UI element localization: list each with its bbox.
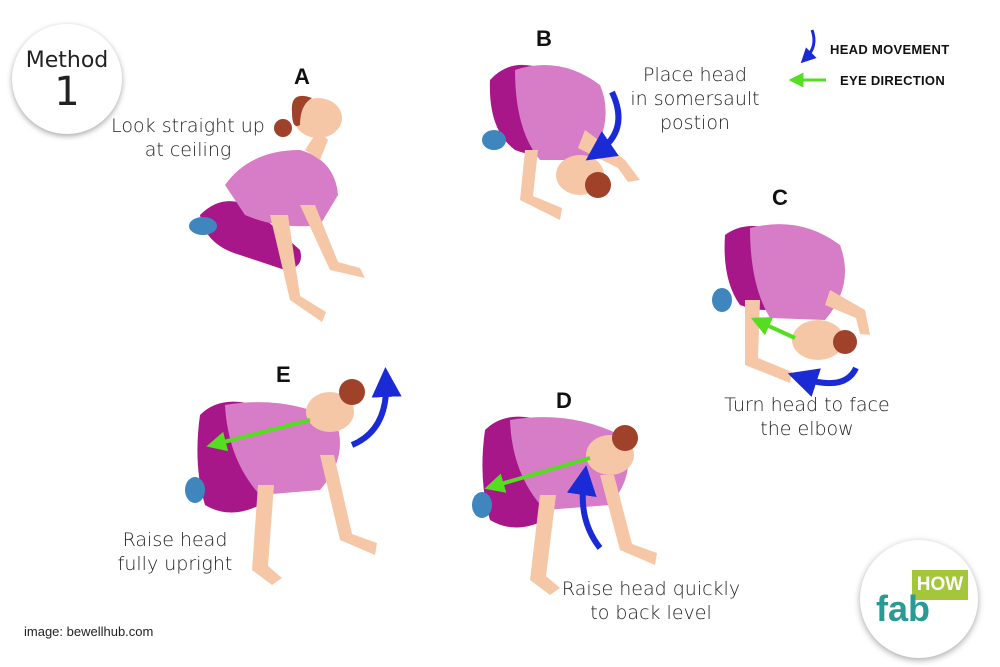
method-number: 1	[54, 69, 80, 115]
figure-c	[712, 224, 870, 383]
fabhow-logo: HOW fab	[860, 540, 978, 658]
figure-a	[189, 95, 365, 322]
eye-direction-arrow-c	[750, 317, 796, 340]
step-letter-c: C	[772, 185, 788, 210]
step-letter-a: A	[294, 64, 310, 89]
legend-eye-direction: EYE DIRECTION	[840, 73, 946, 88]
step-b-caption: Place head in somersault postion	[630, 64, 760, 134]
step-letter-b: B	[536, 26, 552, 51]
method-badge: Method 1	[12, 24, 122, 134]
head-movement-arrow-b	[585, 90, 622, 161]
method-label: Method	[25, 48, 109, 73]
eye-direction-arrow-e	[206, 418, 311, 452]
step-d-caption: Raise head quickly to back level	[561, 578, 741, 624]
step-letter-d: D	[556, 388, 572, 413]
figure-b	[482, 64, 640, 220]
step-c-caption: Turn head to face the elbow	[724, 394, 890, 440]
head-movement-legend-icon	[800, 29, 817, 64]
figure-e	[185, 379, 377, 585]
step-e-caption: Raise head fully upright	[117, 529, 233, 575]
eye-direction-arrow-d	[484, 456, 591, 493]
logo-how: HOW	[912, 570, 968, 600]
image-credit: image: bewellhub.com	[24, 624, 154, 639]
step-a-caption: Look straight up at ceiling	[111, 115, 265, 161]
step-letter-e: E	[276, 362, 291, 387]
head-movement-arrow-e	[350, 367, 402, 448]
logo-fab: fab	[876, 588, 930, 629]
head-movement-arrow-d	[566, 465, 603, 550]
figure-d	[472, 416, 657, 595]
legend-head-movement: HEAD MOVEMENT	[830, 42, 950, 57]
head-movement-arrow-c	[787, 366, 859, 397]
